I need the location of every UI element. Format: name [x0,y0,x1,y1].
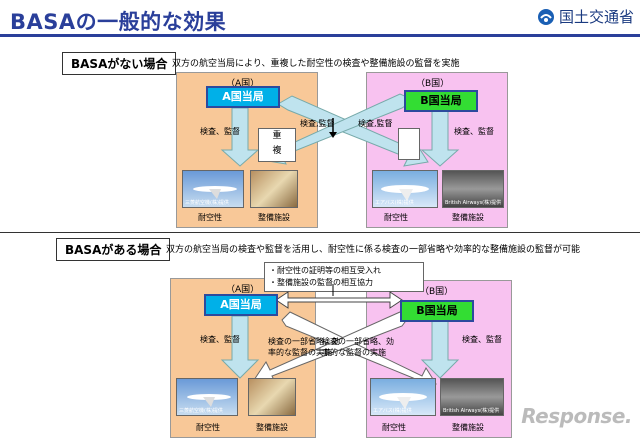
partial-b-line-1: 検査の一部省略、効 [322,336,394,347]
with-inspect-a: 検査、監督 [200,334,240,345]
with-photo-credit-a: 三菱航空機(株)提供 [179,407,223,414]
with-authority-b: B国当局 [400,300,474,322]
with-aircraft-photo-b: エアバス(株)提供 [370,378,436,416]
with-inspect-b: 検査、監督 [462,334,502,345]
with-airworthiness-a: 耐空性 [196,422,220,433]
with-authority-a: A国当局 [204,294,278,316]
with-facility-a: 整備施設 [256,422,288,433]
watermark-logo: Response. [521,404,632,428]
with-photo-credit-b1: エアバス(株)提供 [373,407,412,414]
with-photo-credit-b2: British Airways(株)提供 [443,407,499,414]
with-airworthiness-b: 耐空性 [382,422,406,433]
with-facility-photo-a [248,378,296,416]
with-facility-photo-b: British Airways(株)提供 [440,378,504,416]
partial-omission-text-b: 検査の一部省略、効 率的な監督の実施 [322,336,394,358]
partial-b-line-2: 率的な監督の実施 [322,347,394,358]
with-aircraft-photo-a: 三菱航空機(株)提供 [176,378,238,416]
with-facility-b: 整備施設 [452,422,484,433]
